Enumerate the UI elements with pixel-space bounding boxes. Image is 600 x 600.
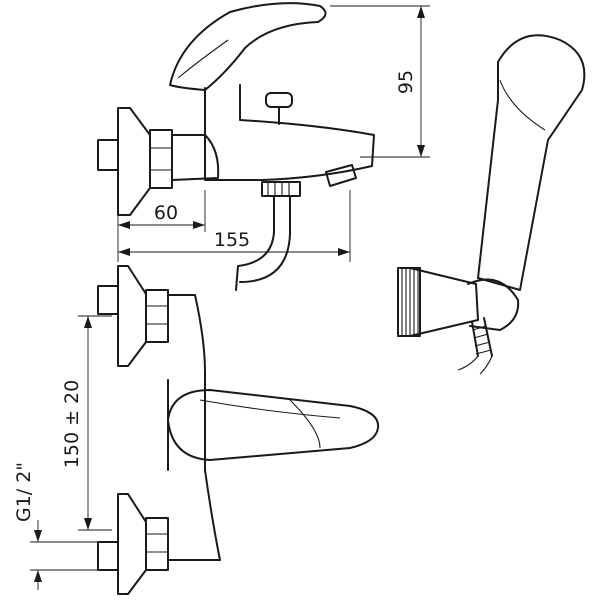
dimension-depth-155: 155 [118, 190, 351, 262]
dimension-60-label: 60 [154, 202, 178, 224]
dimension-spacing: 150 ± 20 [61, 315, 112, 531]
dimension-height: 95 [330, 5, 430, 158]
dimension-thread-label: G1/ 2" [13, 462, 35, 522]
side-view-mixer [97, 2, 375, 291]
dimension-spacing-label: 150 ± 20 [61, 380, 83, 468]
dimension-depth-60: 60 [117, 190, 206, 262]
dimension-155-label: 155 [214, 229, 250, 251]
dimension-95-label: 95 [395, 70, 417, 94]
hand-shower [397, 34, 586, 375]
dimension-thread: G1/ 2" [13, 462, 112, 590]
front-view-mixer [97, 265, 380, 595]
